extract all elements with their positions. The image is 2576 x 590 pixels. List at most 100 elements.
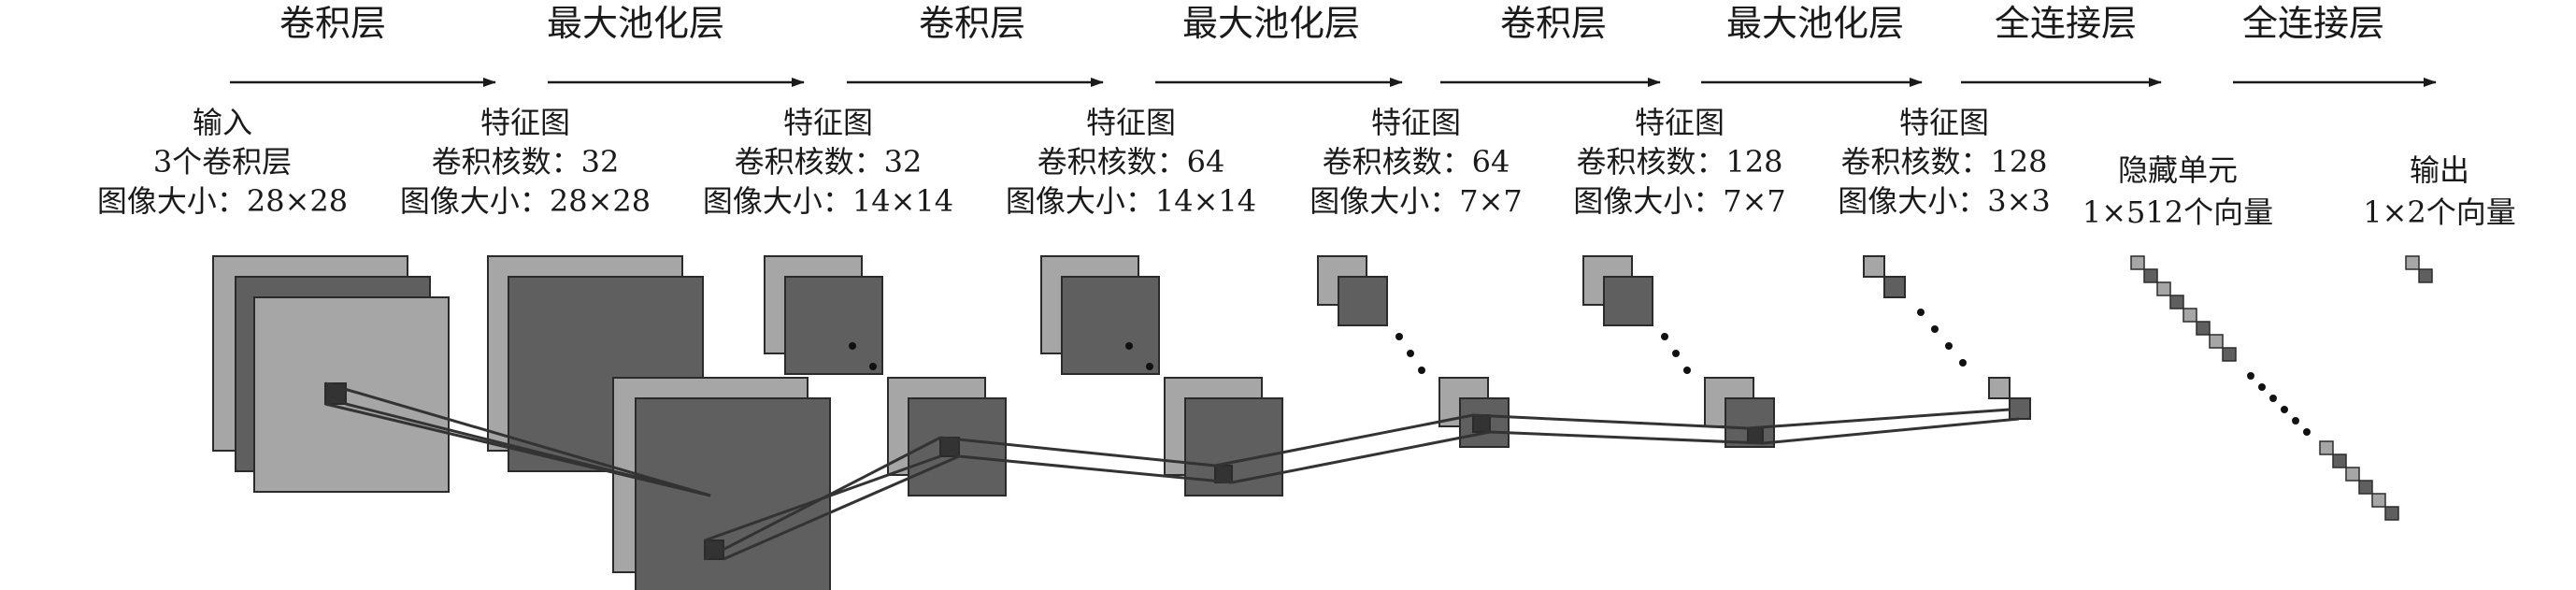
connection-line	[723, 454, 960, 561]
connection-line	[1762, 417, 2020, 445]
stage-5-kernels: 卷积核数：128	[1576, 144, 1782, 180]
hidden-unit	[2209, 334, 2224, 349]
stage-info-input: 输入 3个卷积层 图像大小：28×28	[97, 105, 348, 219]
stage-2-title: 特征图	[783, 105, 873, 140]
hidden-unit	[2358, 480, 2373, 495]
connection-line	[704, 436, 941, 561]
hidden-units-size: 1×512个向量	[2082, 194, 2273, 230]
stage-5-kernel-patch	[1747, 427, 1764, 444]
output-unit-2	[2418, 268, 2433, 283]
stage-4-dot-1	[1395, 333, 1403, 340]
hidden-unit-vector	[2130, 255, 2399, 521]
stage-1-big-maps	[612, 377, 831, 590]
hidden-unit	[2371, 493, 2386, 508]
hidden-unit	[2143, 268, 2158, 283]
connection-line	[1472, 413, 1749, 430]
connection-line	[324, 402, 711, 497]
output-unit-1	[2405, 255, 2420, 270]
stage-1-maps	[487, 255, 704, 472]
stage-6-dot-4	[1959, 359, 1967, 367]
hidden-unit	[2182, 308, 2197, 323]
stage-3-title: 特征图	[1086, 105, 1176, 140]
hidden-unit-ellipsis-dot	[2258, 383, 2266, 391]
connection-line	[939, 436, 1216, 468]
stage-2-maps-bottom	[887, 377, 1007, 496]
stage-5-size: 图像大小：7×7	[1573, 183, 1786, 219]
stage-info-hidden: 隐藏单元 1×512个向量	[2082, 152, 2273, 230]
input-size: 图像大小：28×28	[97, 183, 348, 219]
layer-label-conv-1: 卷积层	[279, 3, 386, 44]
stage-2-dot-1	[849, 342, 856, 350]
stage-info-3: 特征图 卷积核数：64 图像大小：14×14	[1006, 105, 1256, 219]
input-channels: 3个卷积层	[153, 144, 292, 180]
layer-label-pool-2: 最大池化层	[1182, 3, 1360, 44]
stage-2-kernels: 卷积核数：32	[735, 144, 923, 180]
stage-4-size: 图像大小：7×7	[1309, 183, 1523, 219]
stage-1-big-map-front	[635, 397, 831, 590]
stage-3-kernels: 卷积核数：64	[1038, 144, 1225, 180]
stage-info-5: 特征图 卷积核数：128 图像大小：7×7	[1573, 105, 1786, 219]
stage-6-size: 图像大小：3×3	[1838, 183, 2051, 219]
stage-5-map-front	[1603, 276, 1653, 326]
stage-5-dot-1	[1661, 333, 1668, 340]
stage-info-2: 特征图 卷积核数：32 图像大小：14×14	[703, 105, 953, 219]
hidden-unit-ellipsis-dot	[2281, 406, 2288, 413]
hidden-unit	[2130, 255, 2145, 270]
hidden-unit-ellipsis-dot	[2247, 372, 2254, 380]
stage-info-output: 输出 1×2个向量	[2363, 152, 2516, 230]
stage-info-1: 特征图 卷积核数：32 图像大小：28×28	[400, 105, 651, 219]
stage-6-kernels: 卷积核数：128	[1840, 144, 2047, 180]
stage-6-map-front	[1883, 276, 1906, 298]
stage-5-title: 特征图	[1635, 105, 1724, 140]
layer-label-conv-3: 卷积层	[1500, 3, 1607, 44]
connection-line	[1489, 430, 1764, 445]
stage-6-map-bottom-front	[2009, 397, 2031, 420]
stage-info-6: 特征图 卷积核数：128 图像大小：3×3	[1838, 105, 2051, 219]
stage-6-dot-1	[1917, 309, 1925, 316]
stage-6-map-bottom-back	[1988, 377, 2011, 399]
layer-label-pool-3: 最大池化层	[1726, 3, 1904, 44]
input-map-front	[253, 296, 450, 493]
connection-line	[324, 381, 711, 497]
stage-5-dot-2	[1672, 350, 1680, 357]
stage-4-dot-3	[1418, 367, 1425, 374]
layer-label-pool-1: 最大池化层	[547, 3, 724, 44]
layer-label-fc-1: 全连接层	[1995, 3, 2137, 44]
stage-4-kernels: 卷积核数：64	[1323, 144, 1510, 180]
hidden-unit	[2222, 347, 2237, 362]
stage-6-maps	[1863, 255, 2031, 420]
hidden-unit-ellipsis-dot	[2292, 417, 2299, 425]
stage-6-map-back	[1863, 255, 1885, 278]
output-size: 1×2个向量	[2363, 194, 2516, 230]
layer-label-conv-2: 卷积层	[919, 3, 1025, 44]
stage-info-4: 特征图 卷积核数：64 图像大小：7×7	[1309, 105, 1523, 219]
hidden-unit-ellipsis-dot	[2269, 395, 2277, 402]
stage-3-size: 图像大小：14×14	[1006, 183, 1256, 219]
stage-3-dot-1	[1125, 342, 1133, 350]
feature-maps	[212, 255, 2433, 590]
stage-3-maps-top	[1040, 255, 1160, 375]
layer-label-fc-2: 全连接层	[2242, 3, 2384, 44]
stage-1-size: 图像大小：28×28	[400, 183, 651, 219]
hidden-unit	[2319, 440, 2334, 455]
hidden-unit	[2384, 506, 2399, 521]
stage-6-dot-2	[1931, 325, 1939, 333]
connection-line	[1231, 430, 1491, 484]
connection-line	[1747, 408, 2011, 430]
stage-1-kernels: 卷积核数：32	[432, 144, 620, 180]
hidden-unit	[2345, 467, 2360, 482]
connection-line	[1214, 413, 1474, 468]
stage-5-maps	[1582, 255, 1775, 448]
stage-6-title: 特征图	[1899, 105, 1989, 140]
stage-1-title: 特征图	[480, 105, 570, 140]
hidden-unit-ellipsis-dot	[2303, 428, 2311, 436]
stage-2-dot-2	[869, 363, 877, 370]
hidden-unit	[2196, 321, 2211, 336]
stage-4-title: 特征图	[1371, 105, 1461, 140]
stage-3-dot-2	[1146, 363, 1153, 370]
stage-2-maps-top	[764, 255, 883, 375]
stage-2-size: 图像大小：14×14	[703, 183, 953, 219]
stage-2-map-front	[784, 276, 883, 375]
hidden-unit	[2156, 281, 2171, 296]
